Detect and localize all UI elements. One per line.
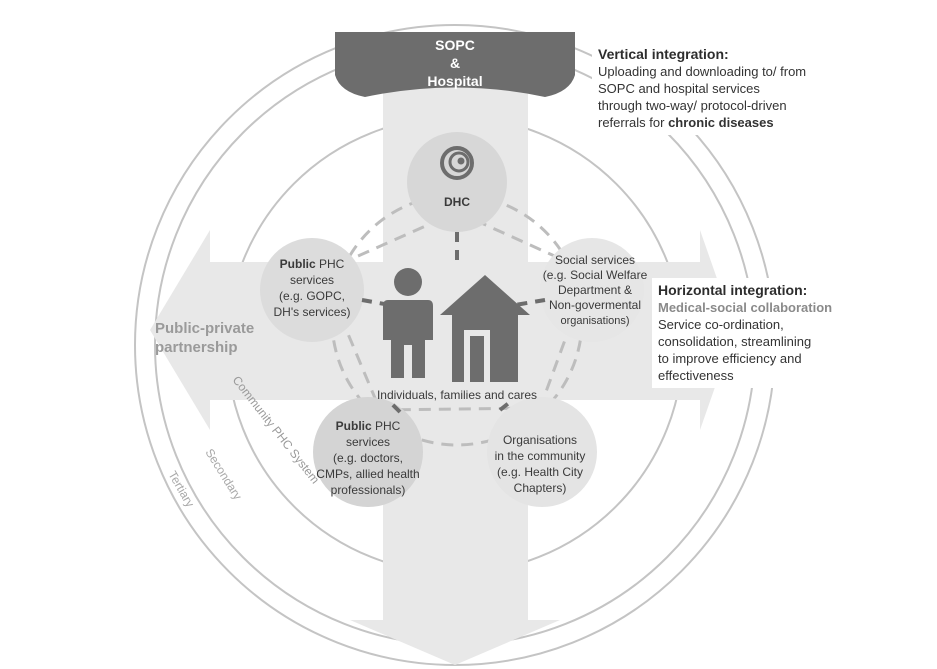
public-phc-bottom-line3: (e.g. doctors,: [333, 451, 403, 465]
vertical-title-text: Vertical integration: [598, 46, 725, 62]
vertical-line4: referrals for chronic diseases: [598, 114, 898, 131]
social-services-circle: [540, 238, 644, 342]
public-phc-top-line3: (e.g. GOPC,: [279, 289, 345, 303]
ppp-line2: partnership: [155, 339, 238, 356]
dhc-logo-icon: [440, 146, 474, 180]
hospital-line3: Hospital: [427, 73, 482, 89]
horizontal-line1: Service co-ordination,: [658, 317, 784, 332]
social-line1: Social services: [555, 253, 635, 267]
house-icon: [440, 275, 530, 382]
horizontal-line3: to improve efficiency and: [658, 351, 802, 366]
public-phc-top-line4: DH's services): [274, 305, 351, 319]
public-phc-bottom-line1: Public PHC: [336, 419, 401, 433]
public-phc-top-rest: PHC: [316, 257, 345, 271]
public-phc-bottom-rest: PHC: [372, 419, 401, 433]
connector-bottom-right: [498, 400, 512, 412]
connector-bottom-left: [388, 400, 402, 414]
public-phc-top-line2: services: [290, 273, 334, 287]
public-phc-bottom-circle: [313, 397, 423, 507]
social-line3: Department &: [558, 283, 632, 297]
vertical-line1: Uploading and downloading to/ from: [598, 64, 807, 79]
public-phc-top-bold: Public: [280, 257, 316, 271]
orgs-line2: in the community: [495, 449, 586, 463]
secondary-ring-label: Secondary: [202, 446, 244, 502]
center-label: Individuals, families and cares: [377, 388, 537, 402]
horizontal-title: Horizontal integration:: [658, 282, 808, 298]
social-line4: Non-govermental: [549, 298, 641, 312]
vertical-line4-pre: referrals for: [598, 115, 669, 130]
horizontal-line4: effectiveness: [658, 368, 734, 383]
orgs-line1: Organisations: [503, 433, 577, 447]
horizontal-subtitle: Medical-social collaboration: [658, 300, 833, 315]
public-phc-bottom-line2: services: [346, 435, 390, 449]
organisations-circle: [487, 397, 597, 507]
four-way-arrows: [150, 60, 735, 665]
hospital-line2: &: [450, 55, 460, 71]
vertical-line4-bold: chronic diseases: [668, 115, 774, 130]
dhc-label: DHC: [444, 195, 470, 209]
public-phc-top-line1: Public PHC: [280, 257, 345, 271]
hospital-band: [335, 32, 575, 97]
public-phc-top-circle: [260, 238, 364, 342]
vertical-line2: SOPC and hospital services: [598, 81, 760, 96]
dhc-circle: [407, 132, 507, 232]
horizontal-line2: consolidation, streamlining: [658, 334, 812, 349]
hospital-line1: SOPC: [435, 37, 475, 53]
social-line5: organisations): [560, 315, 629, 327]
social-line2: (e.g. Social Welfare: [543, 268, 648, 282]
connector-top-right: [514, 298, 546, 307]
vertical-line3: through two-way/ protocol-driven: [598, 98, 787, 113]
vertical-title: Vertical integration:: [598, 46, 898, 63]
orgs-line4: Chapters): [514, 481, 567, 495]
vertical-title-colon: :: [724, 46, 729, 62]
ppp-line1: Public-private: [155, 320, 254, 337]
public-phc-bottom-bold: Public: [336, 419, 372, 433]
cross-arrow-shape: [150, 60, 735, 665]
public-phc-bottom-line4: CMPs, allied health: [316, 467, 419, 481]
vertical-integration-panel: Vertical integration: Uploading and down…: [592, 42, 904, 135]
public-phc-bottom-line5: professionals): [331, 483, 406, 497]
horizontal-integration-panel: Horizontal integration: Medical-social c…: [652, 278, 894, 388]
orgs-line3: (e.g. Health City: [497, 465, 583, 479]
person-icon: [383, 268, 433, 378]
